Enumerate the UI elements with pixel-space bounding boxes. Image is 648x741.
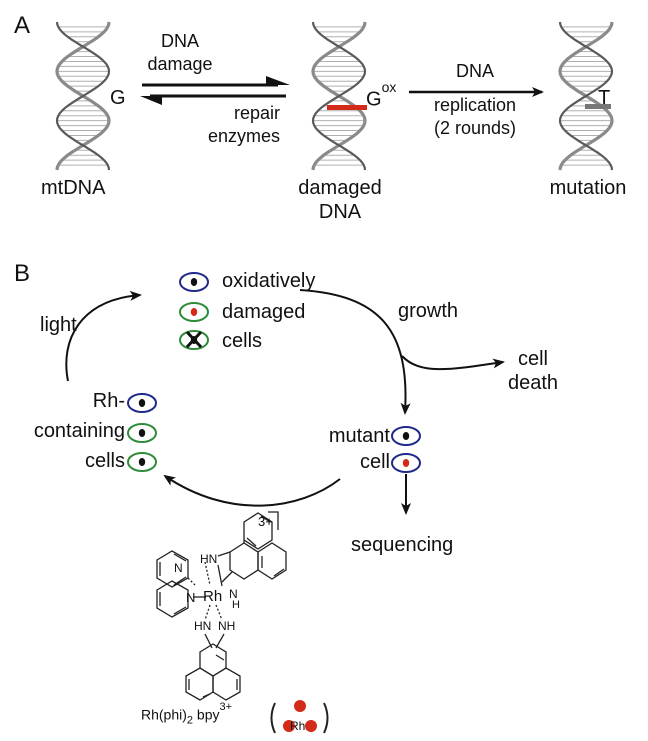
atom-nh-bottom: NH [218, 619, 236, 633]
growth-label: growth [398, 300, 459, 322]
cell-icons [127, 272, 421, 473]
top-group-line1: oxidatively [222, 270, 316, 292]
mutation-label: mutation [549, 177, 627, 199]
cell-nucleus [402, 459, 410, 467]
repair-label-line1: repair [233, 103, 280, 123]
oxidized-base-marker [327, 105, 367, 110]
cell-death-line1: cell [517, 348, 548, 370]
dna-strand [558, 21, 614, 171]
mtdna-label: mtDNA [41, 177, 106, 199]
cell-death-arrow [401, 355, 505, 371]
cell-death-line2: death [507, 372, 559, 394]
damage-label-line1: DNA [160, 31, 199, 51]
oxidized-superscript: ox [381, 79, 397, 95]
mutated-base-marker [585, 104, 611, 109]
mtdna-base-label: G [110, 87, 126, 109]
damaged-dna-helix [311, 21, 367, 171]
cell-rh-green-2 [127, 452, 157, 472]
sequencing-label: sequencing [351, 534, 454, 556]
light-arrow [65, 290, 142, 382]
atom-hn-top: HN [200, 552, 218, 566]
atom-n-left: N [186, 590, 196, 605]
mutant-line2: cell [359, 451, 390, 473]
cell-nucleus [138, 458, 146, 466]
dna-strand [311, 21, 367, 171]
damaged-label-line2: DNA [318, 201, 362, 223]
repair-label-line2: enzymes [207, 126, 280, 146]
cell-nucleus [402, 432, 410, 440]
replication-label-line1: DNA [455, 61, 494, 81]
cell-nucleus [190, 278, 198, 286]
replication-label-line2: replication [433, 95, 517, 115]
atom-rh: Rh [203, 588, 223, 605]
mutant-line1: mutant [328, 425, 390, 447]
atom-hn-bottom: HN [194, 619, 212, 633]
cell-nucleus [138, 399, 146, 407]
rh-containing-line2: containing [33, 420, 125, 442]
rh-logo-text: Rh [290, 719, 306, 733]
oxidized-base-label: Gox [366, 79, 397, 111]
dead-cell-x-mark [185, 330, 203, 349]
top-group-line3: cells [222, 330, 263, 352]
atom-n-right: N [229, 587, 238, 601]
cell-rh-green-1 [127, 423, 157, 443]
equilibrium-arrows [140, 76, 290, 105]
complex-charge-label: 3+ [258, 514, 273, 529]
growth-arrow [299, 289, 411, 415]
rh-containing-line3: cells [84, 450, 125, 472]
top-group-line2: damaged [222, 301, 306, 323]
light-label: light [40, 314, 77, 336]
complex-name: Rh(phi)2 bpy3+ [141, 701, 233, 727]
damage-label-line2: damage [147, 54, 213, 74]
panel-b-label: B [14, 260, 31, 287]
rh-logo-icon [270, 700, 329, 734]
cell-rh-blue [127, 393, 157, 413]
return-arrow [163, 474, 341, 507]
panel-a-label: A [14, 12, 31, 39]
cell-mutant-red [391, 453, 421, 473]
replication-label-line3: (2 rounds) [433, 118, 517, 138]
cell-nucleus [190, 308, 198, 316]
mtdna-helix [55, 21, 111, 171]
rh-containing-line1: Rh- [92, 390, 125, 412]
mutation-base-label: T [598, 87, 611, 109]
damaged-label-line1: damaged [298, 177, 382, 199]
atom-h-right: H [232, 599, 240, 611]
atom-n-bpy-top: N [174, 561, 183, 575]
cell-oxidative-blue [179, 272, 209, 292]
cell-damaged-green [179, 302, 209, 322]
rh-complex-structure [156, 511, 287, 701]
dna-strand [55, 21, 111, 171]
cell-mutant-blue [391, 426, 421, 446]
cell-nucleus [138, 429, 146, 437]
